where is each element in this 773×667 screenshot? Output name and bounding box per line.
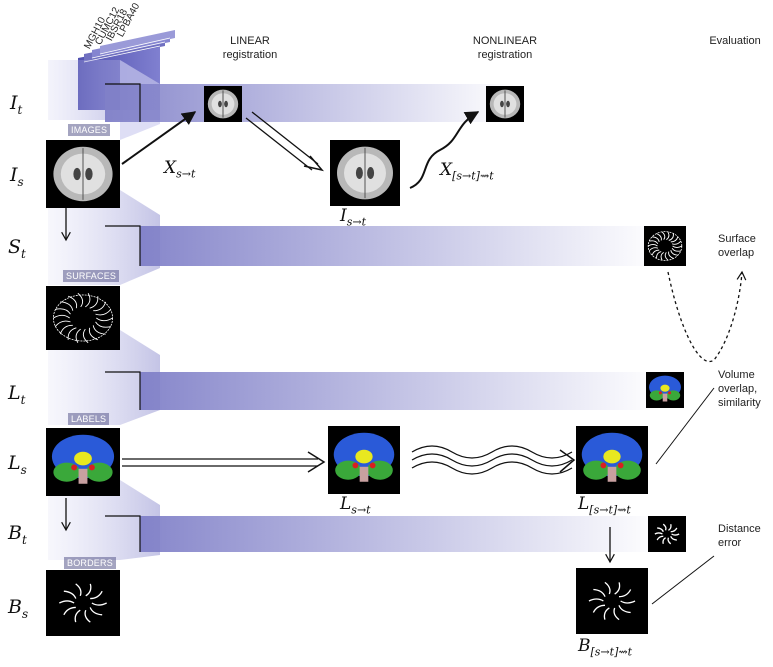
label-Lt: Lt xyxy=(8,382,26,407)
label-Bs: Bs xyxy=(8,596,29,621)
img-nl-It xyxy=(486,86,524,122)
header-evaluation: Evaluation xyxy=(709,35,761,47)
row-blocks xyxy=(48,60,160,560)
label-l-st: Ls→t xyxy=(340,494,371,517)
arrow-surface-eval xyxy=(667,270,747,363)
img-Ls xyxy=(46,428,120,496)
band-Lt xyxy=(140,372,660,410)
img-Is-t xyxy=(330,140,400,206)
label-Bt: Bt xyxy=(8,522,27,547)
label-x-nonlinear: X[s→t]⇝t xyxy=(440,160,494,183)
label-l-nl: L[s→t]⇝t xyxy=(578,494,631,517)
double-arrow-head xyxy=(303,155,325,172)
img-Bt xyxy=(648,516,686,552)
caption-borders: BORDERS xyxy=(64,557,116,569)
img-L-nl xyxy=(576,426,648,494)
label-St: St xyxy=(8,236,26,261)
arrow-linear-up xyxy=(121,111,197,165)
label-i-st: Is→t xyxy=(340,206,367,229)
label-x-linear: Xs→t xyxy=(164,158,196,181)
band-St xyxy=(140,226,660,266)
bands xyxy=(105,83,660,552)
img-Bs xyxy=(46,570,120,636)
img-Ls-t xyxy=(328,426,400,494)
arrows xyxy=(61,111,747,605)
label-It: It xyxy=(10,92,23,117)
caption-surfaces: SURFACES xyxy=(63,270,120,282)
band-It xyxy=(105,84,515,122)
line-distance-eval xyxy=(651,555,715,605)
label-b-nl: B[s→t]⇝t xyxy=(578,636,633,659)
img-surfaces xyxy=(46,286,120,350)
line-volume-eval xyxy=(655,387,715,465)
label-Ls: Ls xyxy=(8,452,27,477)
img-B-nl xyxy=(576,568,648,634)
caption-labels: LABELS xyxy=(68,413,110,425)
label-Is: Is xyxy=(10,164,24,189)
caption-images: IMAGES xyxy=(68,124,111,136)
band-Bt xyxy=(140,516,660,552)
arrow-nonlinear-up xyxy=(409,111,480,189)
img-It xyxy=(204,86,242,122)
img-St xyxy=(644,226,686,266)
img-Is xyxy=(46,140,120,208)
brain-images xyxy=(46,86,686,636)
img-Lt xyxy=(646,372,684,408)
